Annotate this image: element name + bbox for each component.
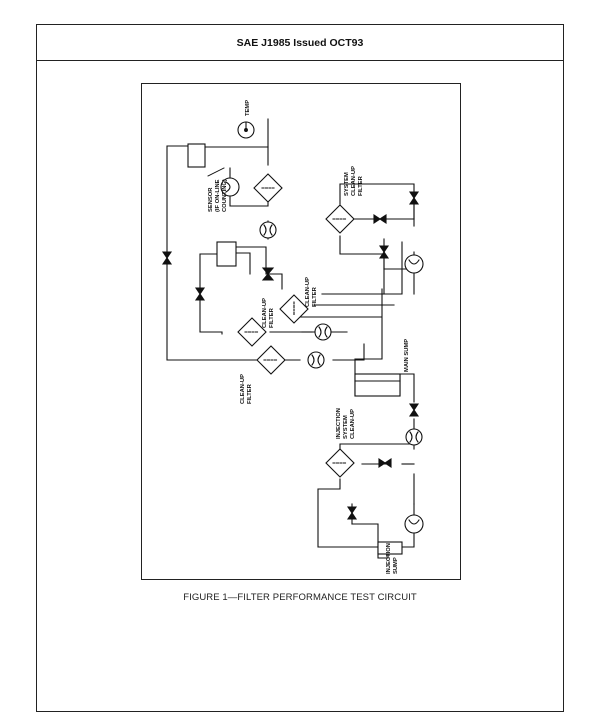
valve-icon xyxy=(261,267,275,281)
svg-text:SUMP: SUMP xyxy=(393,557,399,574)
circuit-diagram: TEMP SENSOR (IF ON-LINE COUNTING) SYSTEM… xyxy=(161,100,424,574)
svg-text:SYSTEM: SYSTEM xyxy=(343,415,349,439)
valve-icon xyxy=(161,251,173,265)
valve-icon xyxy=(378,245,390,259)
svg-text:FILTER: FILTER xyxy=(269,307,275,328)
label-cleanup-filter-a: CLEAN-UP FILTER xyxy=(305,277,318,307)
label-injection-system-cleanup: INJECTION SYSTEM CLEAN-UP xyxy=(336,408,356,439)
svg-text:INJECTION: INJECTION xyxy=(386,543,392,574)
injection-sump-tank xyxy=(377,541,403,555)
svg-text:FILTER: FILTER xyxy=(312,286,318,307)
temperature-gauge-icon xyxy=(237,121,255,139)
valve-icon xyxy=(408,403,420,417)
label-sensor: SENSOR (IF ON-LINE COUNTING) xyxy=(208,179,228,212)
filter-icon xyxy=(237,317,267,347)
label-injection-sump: INJECTION SUMP xyxy=(386,543,399,574)
svg-text:SENSOR: SENSOR xyxy=(208,187,214,212)
valve-icon xyxy=(373,213,387,225)
valve-icon xyxy=(194,287,206,301)
document-title: SAE J1985 Issued OCT93 xyxy=(236,36,364,49)
label-cleanup-filter-c: CLEAN-UP FILTER xyxy=(240,374,253,404)
flow-meter-icon xyxy=(259,221,277,239)
figure-frame: TEMP SENSOR (IF ON-LINE COUNTING) SYSTEM… xyxy=(141,83,461,580)
flow-meter-icon xyxy=(314,323,332,341)
pump-icon xyxy=(404,514,424,534)
svg-text:FILTER: FILTER xyxy=(247,383,253,404)
svg-text:(IF ON-LINE: (IF ON-LINE xyxy=(215,179,221,212)
filter-icon xyxy=(256,345,286,375)
flow-meter-icon xyxy=(307,351,325,369)
filter-icon xyxy=(325,204,355,234)
valve-icon xyxy=(346,506,358,520)
valve-icon xyxy=(408,191,420,205)
filter-icon xyxy=(279,294,309,324)
svg-text:INJECTION: INJECTION xyxy=(336,408,342,439)
label-temp: TEMP xyxy=(245,100,251,116)
sensor-box-icon xyxy=(216,241,237,267)
label-system-cleanup-filter: SYSTEM CLEAN-UP FILTER xyxy=(344,166,364,196)
flow-meter-icon xyxy=(405,428,423,446)
figure-caption: FIGURE 1—FILTER PERFORMANCE TEST CIRCUIT xyxy=(183,592,417,603)
pump-icon xyxy=(404,254,424,274)
svg-text:FILTER: FILTER xyxy=(358,175,364,196)
filter-icon xyxy=(325,448,355,478)
svg-text:CLEAN-UP: CLEAN-UP xyxy=(305,277,311,307)
filter-icon xyxy=(253,173,283,203)
label-main-sump: MAIN SUMP xyxy=(404,339,410,372)
valve-icon xyxy=(378,457,392,469)
svg-text:COUNTING): COUNTING) xyxy=(222,179,228,212)
svg-text:SYSTEM: SYSTEM xyxy=(344,172,350,196)
main-sump-tank xyxy=(354,373,401,397)
document-header: SAE J1985 Issued OCT93 xyxy=(37,25,563,61)
svg-text:CLEAN-UP: CLEAN-UP xyxy=(240,374,246,404)
diagram-labels: TEMP SENSOR (IF ON-LINE COUNTING) SYSTEM… xyxy=(207,100,410,574)
circuit-lines xyxy=(166,118,415,559)
svg-text:CLEAN-UP: CLEAN-UP xyxy=(350,409,356,439)
svg-text:CLEAN-UP: CLEAN-UP xyxy=(351,166,357,196)
page-frame: SAE J1985 Issued OCT93 xyxy=(36,24,564,712)
sensor-box-icon xyxy=(187,143,206,168)
svg-text:CLEAN-UP: CLEAN-UP xyxy=(262,298,268,328)
pump-icon xyxy=(220,177,240,197)
label-cleanup-filter-b: CLEAN-UP FILTER xyxy=(262,298,275,328)
